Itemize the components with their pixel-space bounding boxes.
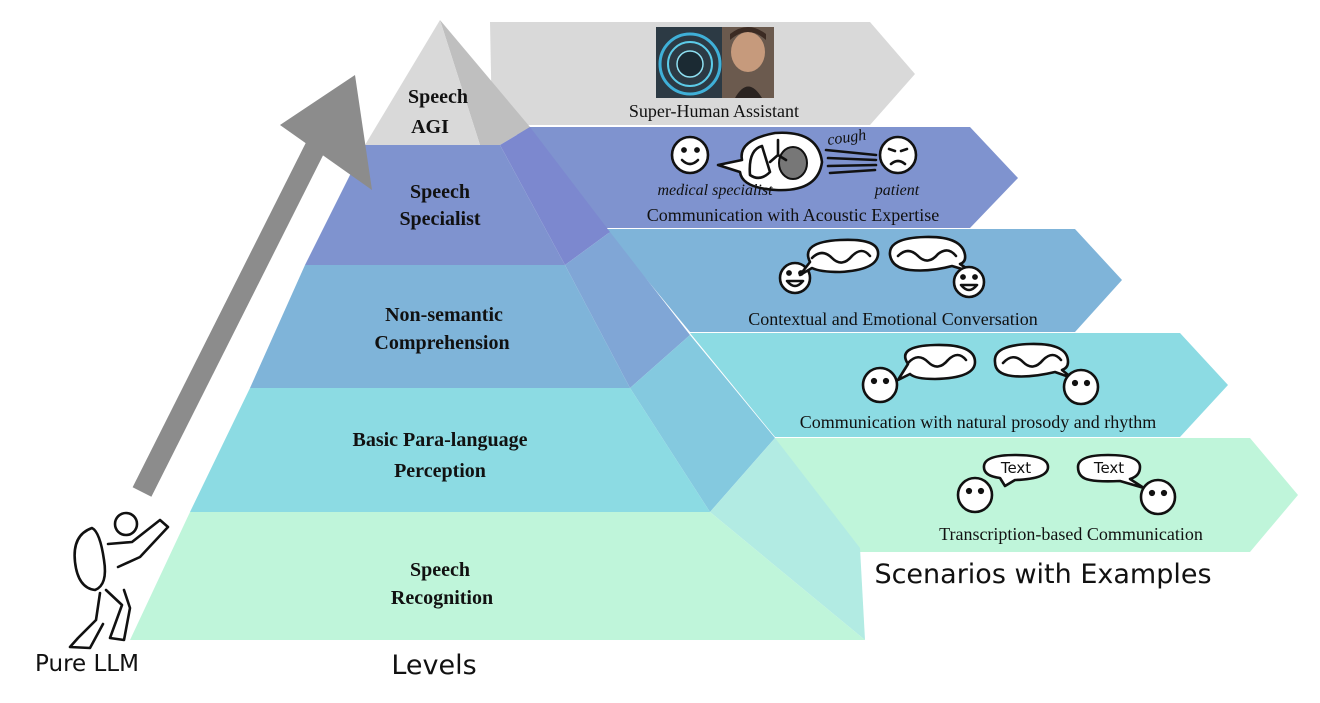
pyramid-front-paralanguage	[190, 388, 710, 512]
lungs-bubble-icon	[716, 131, 824, 192]
level-recognition-line1: Speech	[410, 559, 470, 581]
pyramid-front-nonsemantic	[250, 265, 630, 388]
speech-bubble-icon	[896, 343, 977, 382]
pyramid-side-paralanguage	[630, 335, 775, 512]
sound-label: cough	[826, 127, 867, 149]
neutral-face-icon	[861, 366, 899, 404]
pyramid-front-specialist	[305, 145, 565, 265]
cough-lines-icon	[824, 148, 878, 175]
pyramid-front-agi	[365, 20, 480, 145]
climber-icon	[68, 511, 170, 650]
neutral-face-icon	[956, 476, 994, 514]
level-paralanguage-line2: Perception	[394, 460, 486, 482]
caption-nonsemantic: Contextual and Emotional Conversation	[748, 309, 1037, 329]
speech-bubble-icon	[888, 235, 974, 274]
scenario-ribbon-recognition	[775, 438, 1298, 552]
caption-recognition: Transcription-based Communication	[939, 524, 1203, 544]
pyramid-front-recognition	[130, 512, 865, 640]
levels-title: Levels	[391, 650, 476, 681]
level-agi-line1: Speech	[408, 86, 468, 108]
text-bubble-right: Text	[1076, 453, 1146, 490]
pyramid-side-recognition	[710, 438, 865, 640]
scenario-ribbon-paralanguage	[690, 333, 1228, 437]
patient-face-icon	[878, 135, 918, 175]
scenario-ribbon-nonsemantic	[605, 229, 1122, 332]
level-agi-line2: AGI	[411, 116, 449, 138]
climber-label: Pure LLM	[35, 651, 139, 677]
text-bubble-left: Text	[982, 453, 1050, 488]
doctor-label: medical specialist	[657, 182, 773, 199]
level-specialist-line1: Speech	[410, 181, 470, 203]
level-nonsemantic-line2: Comprehension	[374, 332, 509, 354]
pyramid-side-agi	[440, 20, 530, 145]
speech-bubble-icon	[993, 342, 1074, 380]
pyramid-side-nonsemantic	[565, 232, 690, 388]
patient-label: patient	[874, 182, 920, 199]
level-nonsemantic-line1: Non-semantic	[385, 304, 503, 326]
caption-specialist: Communication with Acoustic Expertise	[647, 205, 939, 225]
level-paralanguage-line1: Basic Para-language	[353, 429, 528, 451]
up-arrow-icon	[132, 75, 372, 497]
smiley-face-icon	[952, 265, 986, 299]
bubble-right-text: Text	[1093, 459, 1124, 477]
bubble-left-text: Text	[1000, 459, 1031, 477]
scenarios-title: Scenarios with Examples	[874, 559, 1211, 590]
neutral-face-icon	[1139, 478, 1177, 516]
caption-paralanguage: Communication with natural prosody and r…	[800, 412, 1156, 432]
doctor-face-icon	[670, 135, 710, 175]
portrait-photo	[656, 27, 774, 98]
level-recognition-line2: Recognition	[391, 587, 493, 609]
level-specialist-line2: Specialist	[399, 208, 480, 230]
speech-bubble-icon	[798, 238, 880, 277]
neutral-face-icon	[1062, 368, 1100, 406]
pyramid-side-specialist	[500, 127, 610, 265]
caption-agi: Super-Human Assistant	[629, 101, 799, 121]
